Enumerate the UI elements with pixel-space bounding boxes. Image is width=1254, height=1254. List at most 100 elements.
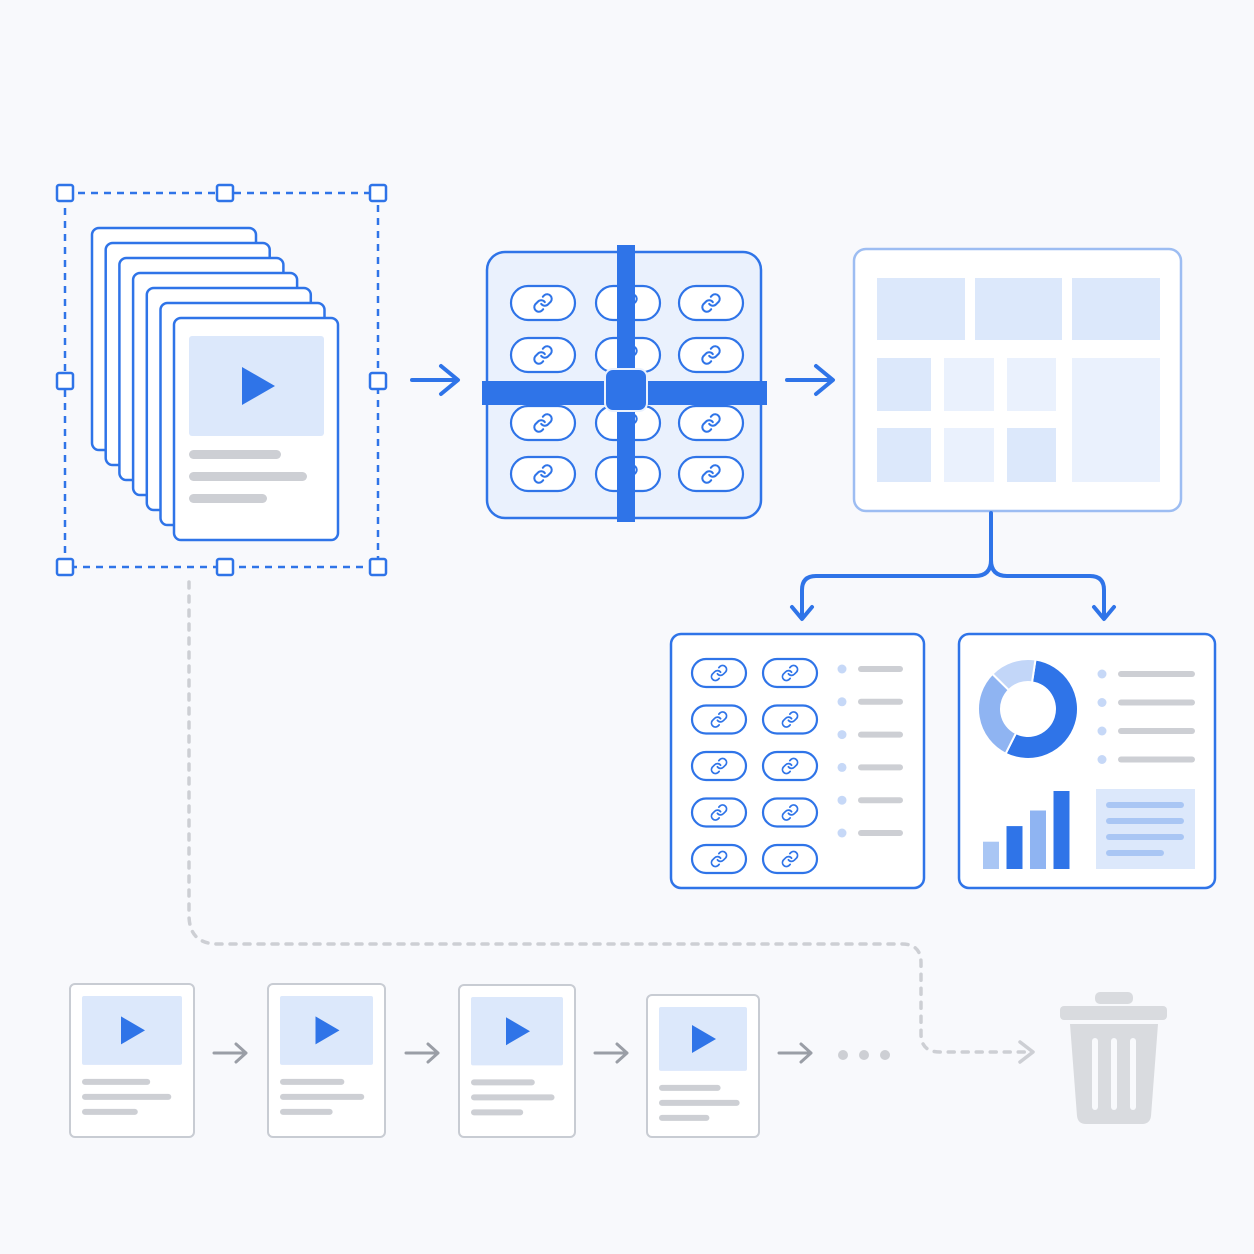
branch-connector	[790, 511, 1116, 621]
links-panel[interactable]	[669, 632, 926, 890]
text-line	[659, 1114, 710, 1121]
text-line	[858, 731, 903, 738]
donut-segment	[990, 658, 1037, 692]
text-line	[82, 1093, 172, 1100]
link-pill[interactable]	[690, 704, 748, 735]
links-list	[690, 657, 819, 875]
bullet-dot	[837, 730, 847, 740]
text-line	[189, 494, 267, 503]
text-line	[659, 1084, 721, 1091]
link-pill[interactable]	[677, 284, 745, 322]
link-pill[interactable]	[677, 404, 745, 442]
bar	[1053, 791, 1070, 869]
selection-handles[interactable]	[55, 183, 388, 577]
arrow-right-icon	[777, 1042, 813, 1064]
layout-tile	[877, 278, 965, 340]
link-grid-panel	[482, 245, 767, 522]
play-icon[interactable]	[121, 1016, 145, 1045]
selected-card-stack[interactable]	[55, 183, 388, 577]
link-pill[interactable]	[761, 750, 819, 782]
front-video-card[interactable]	[172, 316, 340, 542]
pipeline-video-card[interactable]	[646, 994, 760, 1138]
dashboard-tiles	[877, 278, 1160, 482]
play-icon[interactable]	[315, 1016, 340, 1045]
connector-hub-icon[interactable]	[604, 368, 648, 412]
text-line	[82, 1078, 151, 1085]
layout-tile	[1072, 358, 1160, 482]
bar	[1006, 826, 1023, 869]
dashboard-layout-panel[interactable]	[852, 247, 1183, 513]
text-line	[1106, 834, 1184, 840]
bullet-dot	[837, 795, 847, 805]
link-pill[interactable]	[690, 750, 748, 782]
play-icon[interactable]	[506, 1017, 530, 1046]
bullet-dot	[1097, 755, 1107, 764]
bar	[1030, 810, 1046, 869]
text-line	[858, 797, 903, 804]
donut-segment	[1004, 658, 1079, 760]
resize-handle[interactable]	[55, 371, 75, 391]
link-pill[interactable]	[690, 843, 748, 875]
pipeline-video-card[interactable]	[458, 984, 576, 1138]
resize-handle[interactable]	[55, 557, 75, 577]
link-pill[interactable]	[761, 797, 819, 828]
play-icon[interactable]	[692, 1024, 716, 1053]
link-pill[interactable]	[509, 404, 577, 442]
layout-tile	[944, 358, 994, 411]
pipeline-video-card[interactable]	[69, 983, 195, 1138]
pipeline-row	[69, 983, 813, 1138]
text-line	[1106, 850, 1164, 856]
arrow-right-icon	[593, 1042, 629, 1064]
text-line	[471, 1109, 524, 1116]
arrow-right-icon	[212, 1042, 248, 1064]
layout-tile	[1007, 358, 1056, 411]
text-line	[189, 472, 307, 481]
bar	[983, 841, 999, 869]
layout-tile	[877, 358, 931, 411]
links-legend	[837, 664, 903, 838]
link-pill[interactable]	[677, 455, 745, 493]
text-line	[280, 1108, 333, 1115]
layout-tile	[877, 428, 931, 482]
resize-handle[interactable]	[215, 557, 235, 577]
text-summary-card	[1096, 789, 1195, 869]
link-pill[interactable]	[690, 797, 748, 828]
link-grid	[509, 284, 745, 493]
text-line	[1118, 728, 1195, 734]
arrow-right-icon	[1018, 1040, 1035, 1064]
resize-handle[interactable]	[368, 371, 388, 391]
link-pill[interactable]	[761, 843, 819, 875]
trash-icon[interactable]	[1060, 992, 1167, 1124]
link-pill[interactable]	[509, 336, 577, 374]
link-pill[interactable]	[761, 704, 819, 735]
analytics-panel[interactable]	[957, 632, 1217, 890]
pipeline-video-card[interactable]	[267, 983, 386, 1138]
arrow-down-icon	[1092, 605, 1116, 621]
bullet-dot	[837, 828, 847, 838]
donut-chart	[977, 658, 1079, 760]
text-line	[858, 698, 903, 705]
link-pill[interactable]	[677, 336, 745, 374]
layout-tile	[1072, 278, 1160, 340]
resize-handle[interactable]	[368, 183, 388, 203]
resize-handle[interactable]	[55, 183, 75, 203]
link-pill[interactable]	[761, 657, 819, 689]
arrow-right-icon	[785, 364, 835, 396]
layout-tile	[944, 428, 994, 482]
dotted-discard-path	[187, 580, 1032, 1054]
text-line	[471, 1079, 535, 1086]
text-line	[280, 1078, 345, 1085]
text-line	[1118, 699, 1195, 706]
resize-handle[interactable]	[215, 183, 235, 203]
link-pill[interactable]	[509, 455, 577, 493]
bullet-dot	[1097, 698, 1107, 707]
bullet-dot	[1097, 669, 1107, 679]
resize-handle[interactable]	[368, 557, 388, 577]
play-icon[interactable]	[242, 367, 275, 405]
link-pill[interactable]	[509, 284, 577, 322]
text-line	[1106, 802, 1184, 808]
link-pill[interactable]	[690, 657, 748, 689]
arrow-right-icon	[410, 364, 460, 396]
layout-tile	[975, 278, 1062, 340]
